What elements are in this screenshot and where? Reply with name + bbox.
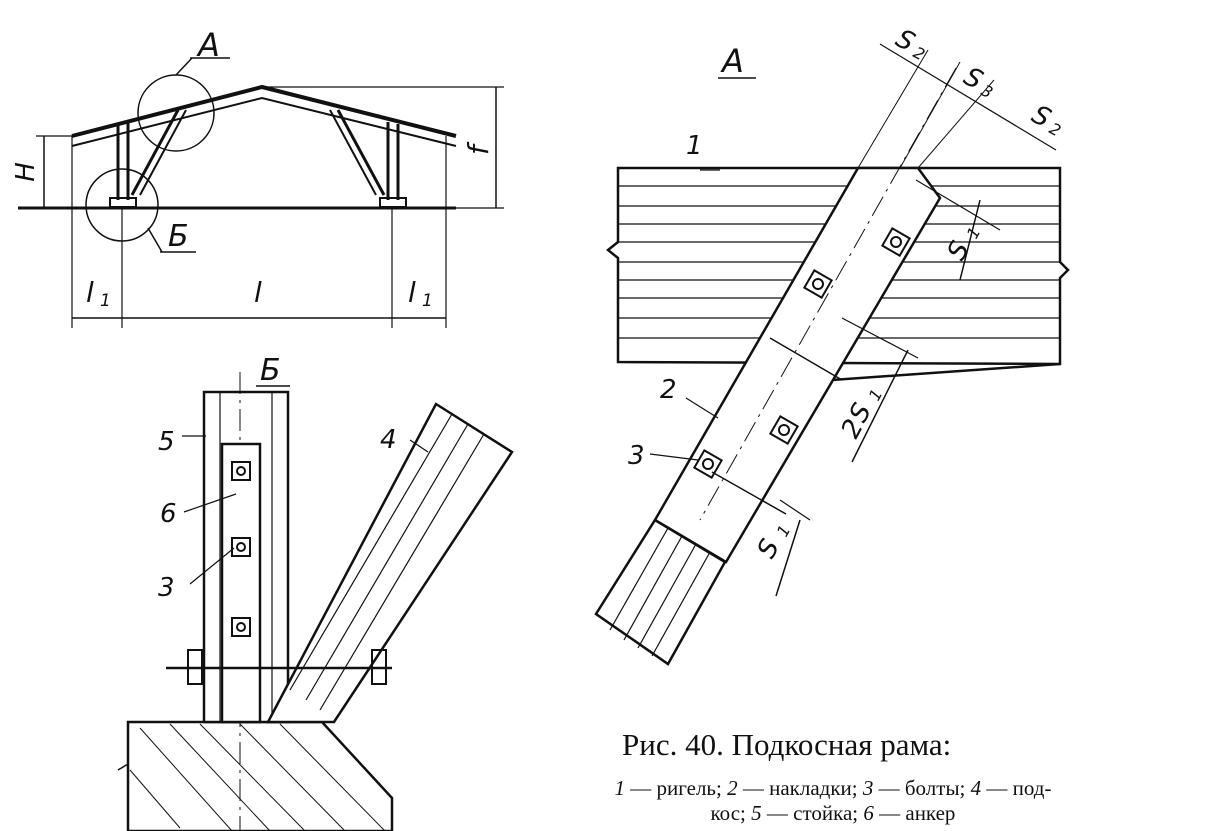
dimension-l1-left-sub: 1 xyxy=(100,291,111,311)
legend-text: кос; xyxy=(710,801,752,825)
legend-text: — стойка; xyxy=(761,801,864,825)
dim-s1-bottom-label: S xyxy=(752,535,786,564)
legend-text: — анкер xyxy=(873,801,956,825)
view-a-label: А xyxy=(720,42,744,80)
detail-a xyxy=(594,43,1070,666)
dimension-l1-right-label: l xyxy=(408,276,416,309)
figure-caption-legend: 1 — ригель; 2 — накладки; 3 — болты; 4 —… xyxy=(468,776,1198,826)
legend-line-2: кос; 5 — стойка; 6 — анкер xyxy=(468,801,1198,826)
legend-num: 4 xyxy=(970,776,982,800)
callout-3-a: 3 xyxy=(628,441,645,471)
legend-text: — ригель; xyxy=(625,776,728,800)
legend-num: 2 xyxy=(727,776,738,800)
legend-text: — болты; xyxy=(873,776,971,800)
frame-overview xyxy=(18,57,504,328)
legend-text: — под- xyxy=(981,776,1052,800)
callout-5: 5 xyxy=(158,427,175,457)
callout-4: 4 xyxy=(380,425,397,455)
dimension-l1-right-sub: 1 xyxy=(422,291,433,311)
legend-text: — накладки; xyxy=(737,776,863,800)
legend-num: 5 xyxy=(751,801,762,825)
figure-caption-title: Рис. 40. Подкосная рама: xyxy=(622,727,952,762)
dimension-H-label: H xyxy=(11,162,41,182)
dim-s2-right-sub: 2 xyxy=(1046,119,1064,141)
legend-num: 6 xyxy=(863,801,874,825)
dim-s1-bottom-sub: 1 xyxy=(773,522,795,540)
callout-3-b: 3 xyxy=(158,573,175,603)
detail-b xyxy=(117,372,514,831)
callout-1: 1 xyxy=(686,131,703,161)
dim-s1-top-label: S xyxy=(942,237,976,266)
callout-2-a: 2 xyxy=(660,375,677,405)
dimension-l-label: l xyxy=(254,276,262,309)
view-b-label: Б xyxy=(260,353,281,388)
view-a-label-top: А xyxy=(196,26,220,64)
legend-line-1: 1 — ригель; 2 — накладки; 3 — болты; 4 —… xyxy=(468,776,1198,801)
legend-num: 1 xyxy=(614,776,626,800)
callout-6: 6 xyxy=(160,499,177,529)
legend-num: 3 xyxy=(862,776,874,800)
dimension-l1-left-label: l xyxy=(86,276,94,309)
dim-s3-sub: 3 xyxy=(978,81,996,103)
dimension-f-label: f xyxy=(462,141,495,155)
view-b-label-top: Б xyxy=(168,219,189,254)
